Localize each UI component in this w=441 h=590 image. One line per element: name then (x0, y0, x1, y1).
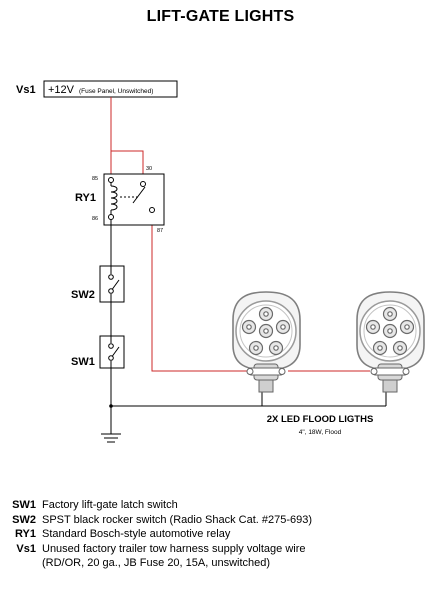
diagram-title: LIFT-GATE LIGHTS (146, 8, 295, 25)
legend: SW1 Factory lift-gate latch switch SW2 S… (0, 498, 441, 571)
legend-desc: Factory lift-gate latch switch (42, 499, 178, 511)
legend-id: SW1 (12, 499, 36, 511)
legend-desc: Unused factory trailer tow harness suppl… (42, 542, 306, 570)
ground-junction-dot (109, 404, 113, 408)
sw2-box (99, 265, 125, 303)
relay-ry1: RY1 85 86 30 87 (75, 166, 165, 234)
legend-desc: Standard Bosch-style automotive relay (42, 528, 231, 540)
legend-id: RY1 (15, 528, 36, 540)
relay-id-label: RY1 (75, 192, 96, 204)
relay-pin-30-label: 30 (146, 166, 152, 172)
lights-label: 2X LED FLOOD LIGTHS (267, 414, 374, 425)
legend-row: Vs1 Unused factory trailer tow harness s… (0, 542, 441, 571)
wire-supply-to-30 (111, 150, 144, 176)
relay-pin-87-label: 87 (157, 228, 163, 234)
flood-light-1 (232, 291, 301, 393)
switch-sw2: SW2 (71, 265, 125, 303)
sw1-id-label: SW1 (71, 356, 95, 368)
ground-wiring (110, 220, 387, 434)
sw2-id-label: SW2 (71, 289, 95, 301)
switch-sw1: SW1 (71, 335, 125, 369)
relay-terminal-85 (108, 177, 114, 183)
flood-light-2 (356, 291, 425, 393)
relay-terminal-30 (140, 181, 146, 187)
supply-vs1: Vs1 +12V (Fuse Panel, Unswitched) (16, 80, 178, 98)
supply-note-label: (Fuse Panel, Unswitched) (79, 88, 153, 95)
wiring-diagram: Vs1 +12V (Fuse Panel, Unswitched) RY1 85… (16, 80, 425, 443)
relay-coil (110, 185, 118, 211)
legend-row: SW1 Factory lift-gate latch switch (0, 498, 441, 513)
light1-leds (241, 306, 291, 356)
legend-id: Vs1 (16, 542, 36, 555)
relay-pin-85-label: 85 (92, 176, 98, 182)
legend-row: RY1 Standard Bosch-style automotive rela… (0, 527, 441, 542)
legend-desc: SPST black rocker switch (Radio Shack Ca… (42, 513, 313, 526)
relay-contact-arm (132, 186, 146, 204)
legend-id: SW2 (12, 513, 36, 526)
relay-pin-86-label: 86 (92, 216, 98, 222)
wire-87-to-light1 (151, 214, 250, 372)
supply-voltage-label: +12V (48, 84, 75, 96)
lights-spec: 4", 18W, Flood (299, 429, 342, 436)
positive-wiring (110, 97, 370, 372)
ground-symbol (101, 433, 121, 443)
relay-terminal-87 (149, 207, 155, 213)
legend-row: SW2 SPST black rocker switch (Radio Shac… (0, 513, 441, 528)
relay-box (103, 173, 165, 226)
sw1-box (99, 335, 125, 369)
supply-id-label: Vs1 (16, 84, 36, 96)
light2-leds (365, 306, 415, 356)
relay-terminal-86 (108, 214, 114, 220)
